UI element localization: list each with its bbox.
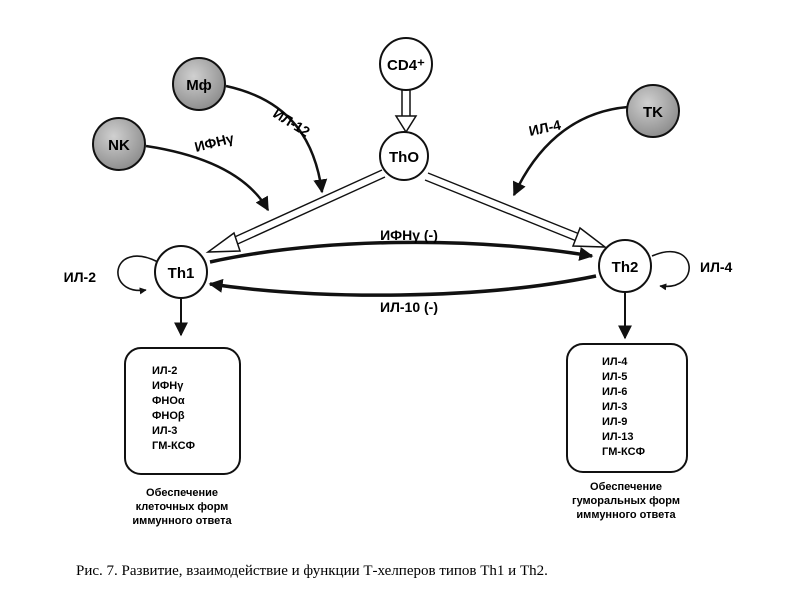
th1-self-loop	[117, 255, 159, 295]
th1-caption: Обеспечение клеточных форм иммунного отв…	[132, 487, 232, 527]
th1-product: ГМ-КСФ	[152, 440, 195, 452]
svg-text:иммунного ответа: иммунного ответа	[132, 515, 232, 527]
th2-product: ГМ-КСФ	[602, 446, 645, 458]
th2-product: ИЛ-4	[602, 356, 628, 368]
svg-text:CD4⁺: CD4⁺	[387, 57, 425, 74]
label-nk-to-th1: ИФНγ	[193, 130, 236, 155]
svg-text:клеточных форм: клеточных форм	[136, 501, 229, 513]
node-th0: ThO	[379, 131, 429, 181]
th1-product: ФНОα	[152, 395, 185, 407]
label-th1-self: ИЛ-2	[64, 269, 97, 285]
svg-text:Мф: Мф	[186, 77, 212, 94]
node-th1: Th1	[154, 245, 208, 299]
svg-text:Обеспечение: Обеспечение	[146, 487, 218, 499]
node-cd4: CD4⁺	[379, 37, 433, 91]
th2-product: ИЛ-3	[602, 401, 627, 413]
node-th2: Th2	[598, 239, 652, 293]
th2-to-th1-arrow	[208, 274, 597, 297]
label-mf-to-th1: ИЛ-12	[270, 105, 313, 140]
th1-to-th2-arrow	[209, 240, 594, 264]
svg-text:NK: NK	[108, 137, 130, 154]
label-th2-to-th1: ИЛ-10 (-)	[380, 299, 438, 315]
th1-product: ФНОβ	[152, 410, 185, 422]
label-th1-to-th2: ИФНγ (-)	[380, 227, 438, 243]
cd4-to-th0-arrow	[394, 86, 418, 134]
th2-product: ИЛ-9	[602, 416, 627, 428]
tk-to-th2-arrow	[512, 105, 629, 197]
th2-products-box: ИЛ-4 ИЛ-5 ИЛ-6 ИЛ-3 ИЛ-9 ИЛ-13 ГМ-КСФ	[566, 343, 688, 473]
label-tk-to-th2: ИЛ-4	[527, 117, 562, 139]
th2-caption: Обеспечение гуморальных форм иммунного о…	[572, 481, 680, 521]
th1-product: ИЛ-2	[152, 365, 177, 377]
figure-caption: Рис. 7. Развитие, взаимодействие и функц…	[76, 563, 548, 579]
th1-product: ИФНγ	[152, 380, 184, 392]
th2-product: ИЛ-5	[602, 371, 627, 383]
th1-products-box: ИЛ-2 ИФНγ ФНОα ФНОβ ИЛ-3 ГМ-КСФ	[124, 347, 241, 475]
mf-to-th1-arrow	[225, 84, 328, 194]
label-th2-self: ИЛ-4	[700, 259, 733, 275]
svg-text:Обеспечение: Обеспечение	[590, 481, 662, 493]
th0-to-th2-arrow	[424, 172, 608, 248]
node-mf: Мф	[172, 57, 226, 111]
svg-text:иммунного ответа: иммунного ответа	[576, 509, 676, 521]
svg-text:Th2: Th2	[612, 259, 639, 276]
svg-text:ThO: ThO	[389, 149, 419, 166]
svg-text:гуморальных форм: гуморальных форм	[572, 495, 680, 507]
th2-self-loop	[651, 250, 690, 291]
node-tk: TK	[626, 84, 680, 138]
th0-to-th1-arrow	[205, 169, 386, 253]
node-nk: NK	[92, 117, 146, 171]
svg-text:TK: TK	[643, 104, 663, 121]
th2-product: ИЛ-13	[602, 431, 634, 443]
nk-to-th1-arrow	[145, 144, 270, 212]
svg-text:Th1: Th1	[168, 265, 195, 282]
th2-product: ИЛ-6	[602, 386, 627, 398]
th1-product: ИЛ-3	[152, 425, 177, 437]
